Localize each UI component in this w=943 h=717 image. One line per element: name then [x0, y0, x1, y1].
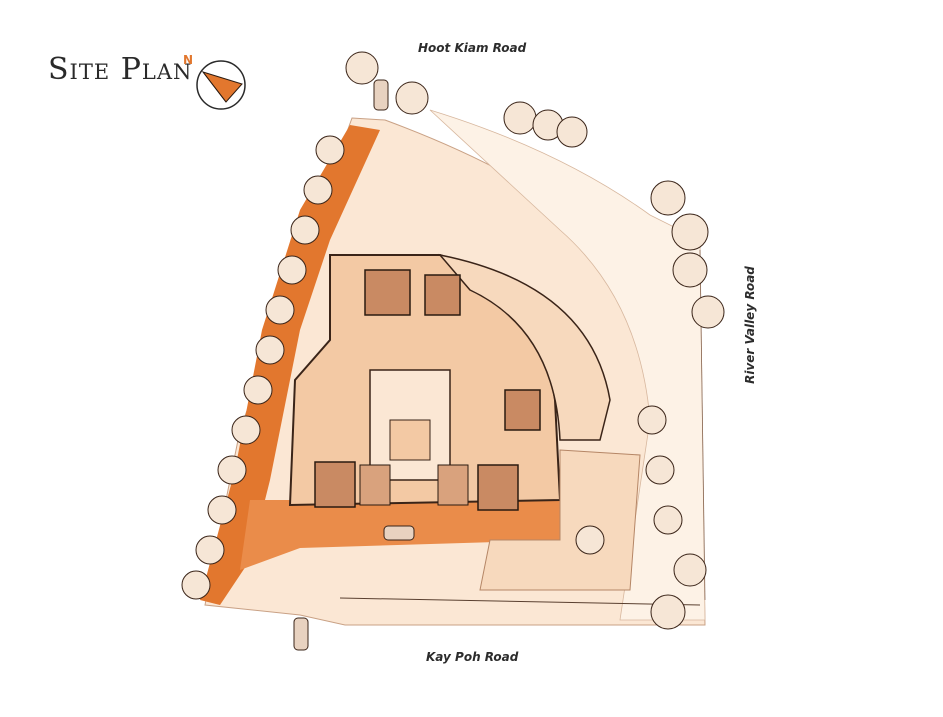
inner-court: [389, 419, 431, 461]
tree: [395, 81, 429, 115]
roof-block: [477, 464, 519, 511]
roof-block: [504, 389, 541, 431]
car: [383, 525, 415, 541]
roof-block: [364, 269, 411, 316]
tree: [345, 51, 379, 85]
tree: [207, 495, 237, 525]
tree-group: [181, 51, 725, 630]
south-carpark: [479, 449, 641, 591]
tree: [650, 180, 686, 216]
tree: [303, 175, 333, 205]
tree: [255, 335, 285, 365]
tree: [181, 570, 211, 600]
tree: [575, 525, 605, 555]
roof-block: [314, 461, 356, 508]
tree: [290, 215, 320, 245]
tree: [503, 101, 537, 135]
roof-block: [437, 464, 469, 506]
tree: [277, 255, 307, 285]
tree: [243, 375, 273, 405]
north-label: N: [183, 53, 194, 67]
road-label-south: Kay Poh Road: [426, 650, 519, 664]
tree: [265, 295, 295, 325]
tree: [637, 405, 667, 435]
curved-wing: [438, 253, 611, 441]
tree: [653, 505, 683, 535]
roof-block: [424, 274, 461, 316]
tree: [650, 594, 686, 630]
road-label-north: Hoot Kiam Road: [418, 41, 527, 55]
tree: [671, 213, 709, 251]
car: [293, 617, 309, 651]
car: [373, 79, 389, 111]
west-driveway: [200, 125, 380, 605]
roof-block: [359, 464, 391, 506]
tree: [217, 455, 247, 485]
tree: [556, 116, 588, 148]
east-lawn: [429, 109, 706, 621]
tree: [645, 455, 675, 485]
tree: [315, 135, 345, 165]
page-title: Site Plan: [48, 52, 193, 87]
tree: [691, 295, 725, 329]
tree: [195, 535, 225, 565]
tree: [673, 553, 707, 587]
boundary-line: [339, 597, 701, 606]
north-arrow-icon: [196, 60, 246, 110]
tree: [231, 415, 261, 445]
road-label-east: River Valley Road: [743, 266, 757, 384]
tree: [672, 252, 708, 288]
